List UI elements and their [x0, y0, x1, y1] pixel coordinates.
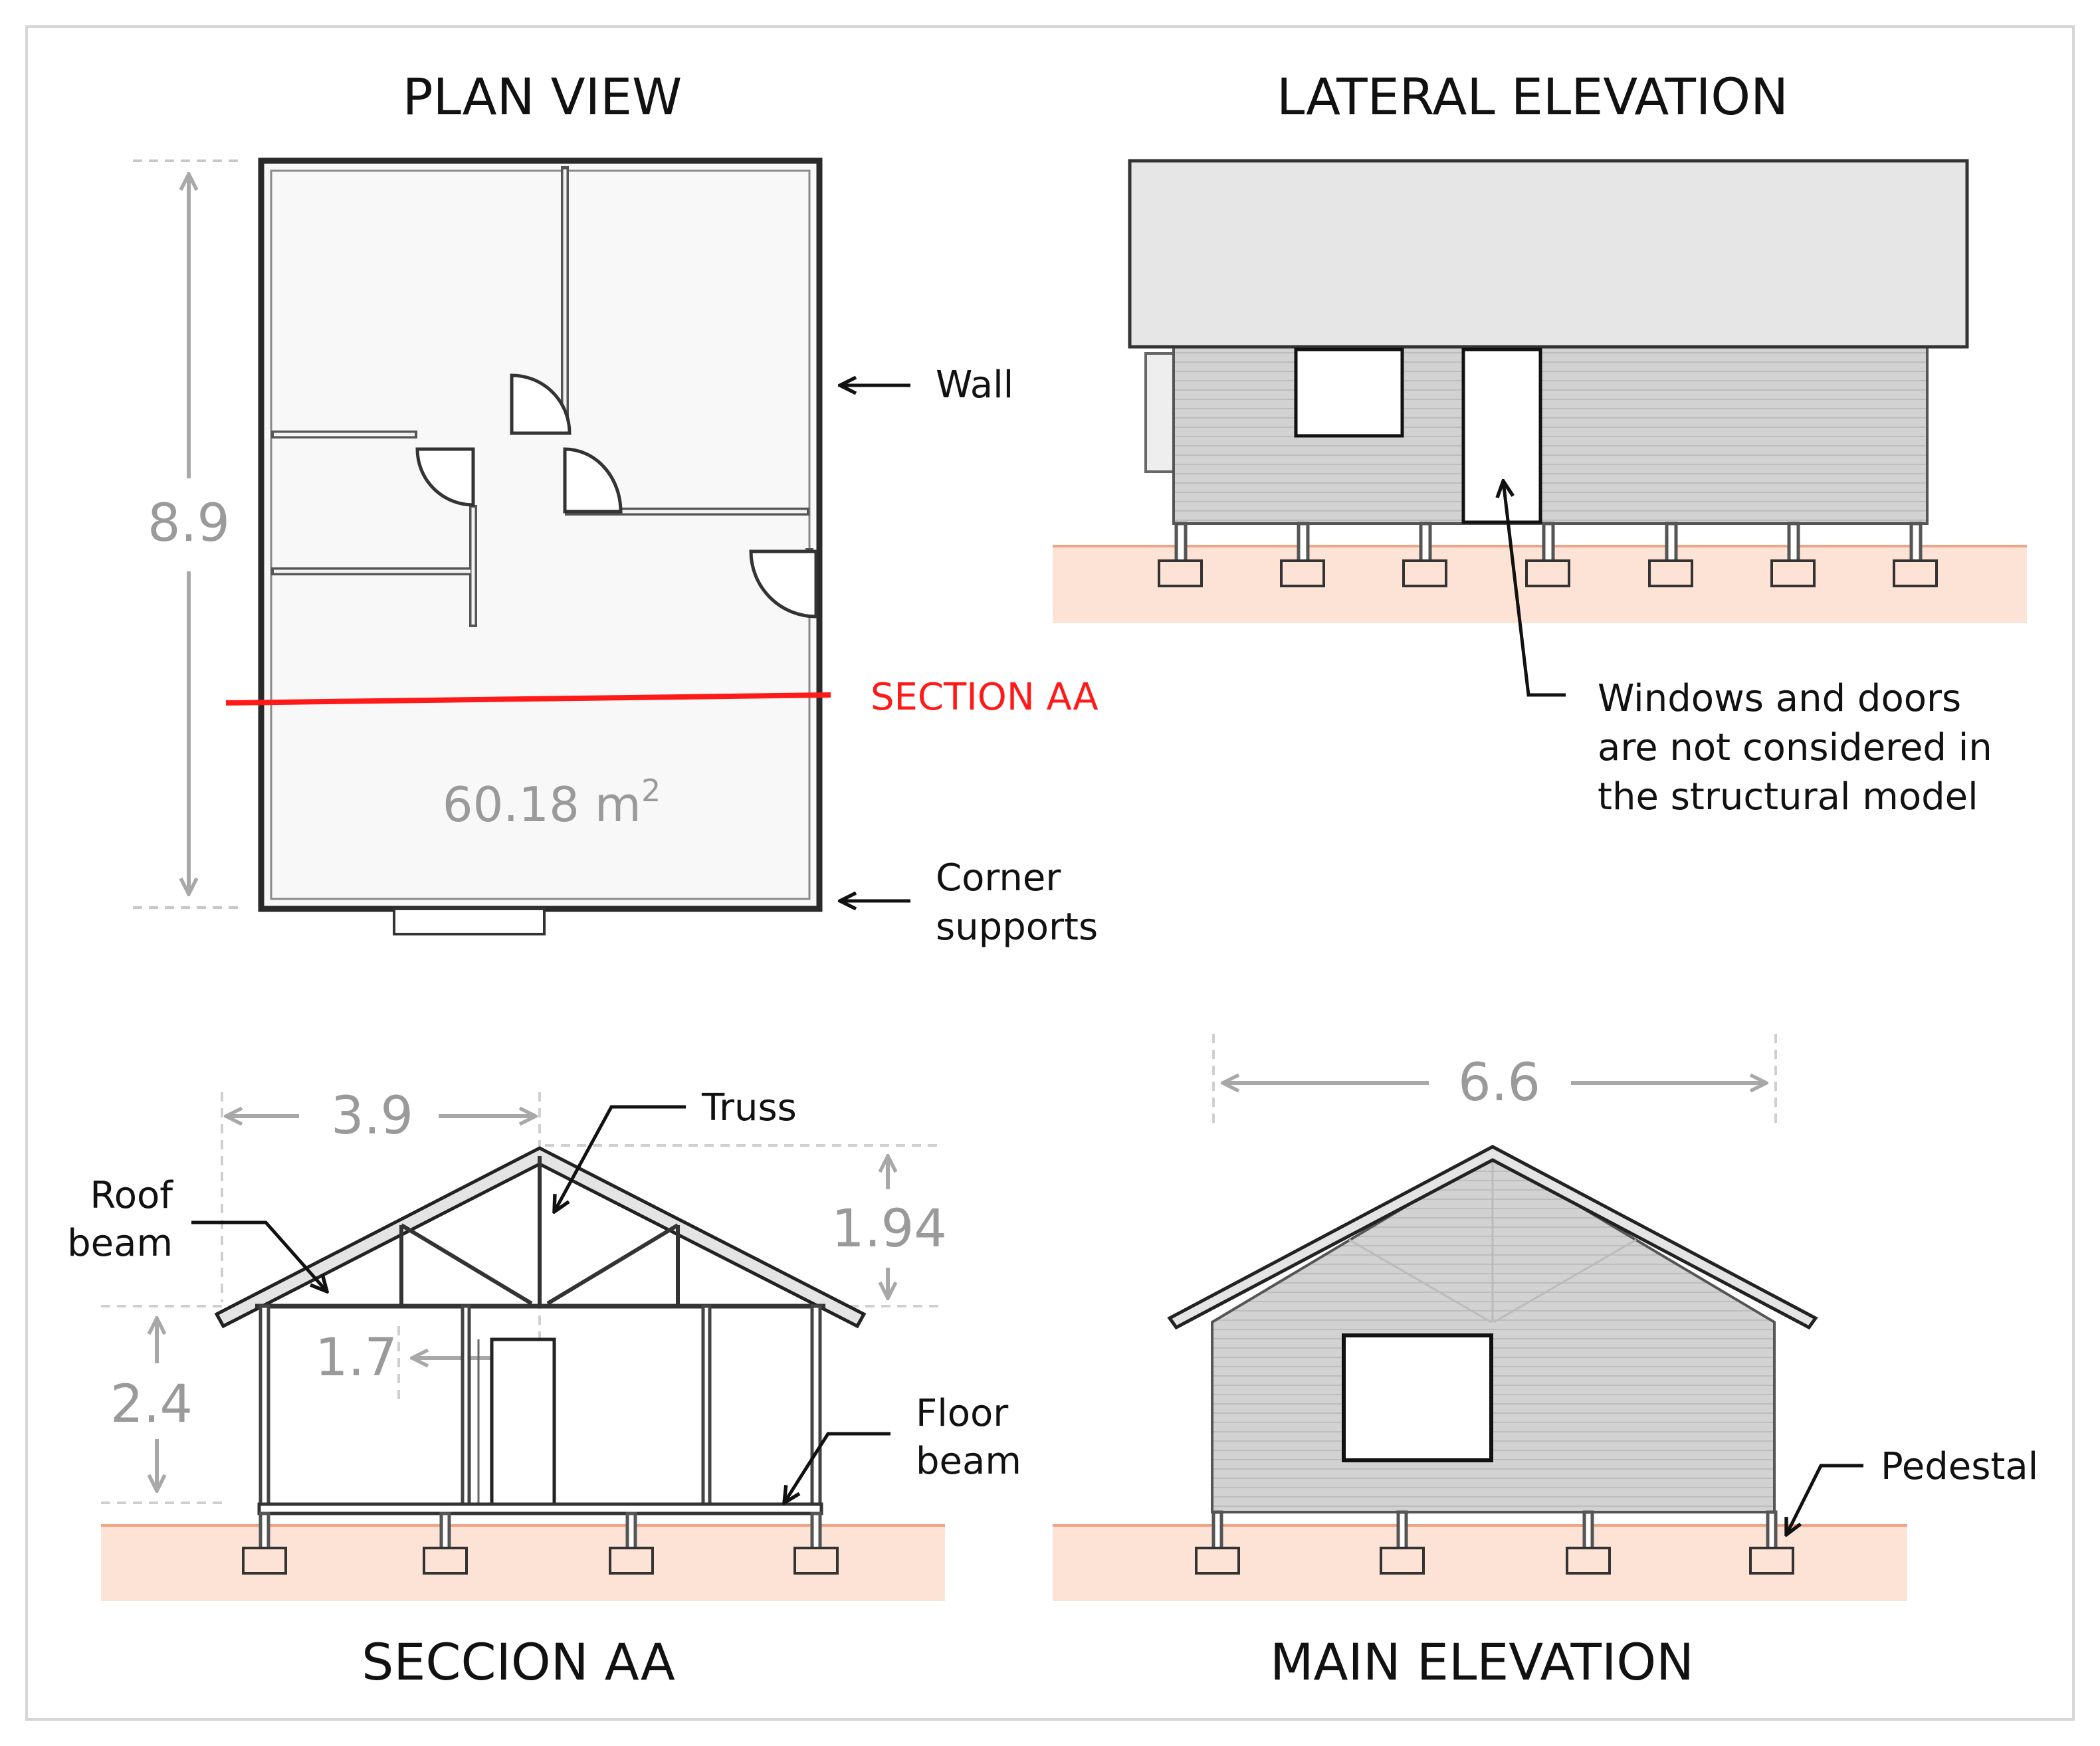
main-roof-rake — [1167, 1145, 1818, 1330]
lateral-wall-siding — [1172, 344, 1929, 525]
corner-supports-label-line2: supports — [936, 906, 1098, 949]
section-aa-cut-line — [225, 692, 831, 706]
plan-height-dimension: 8.9 — [148, 494, 230, 553]
section-aa-label: SECTION AA — [871, 676, 1099, 719]
main-width-dimension: 6.6 — [1458, 1053, 1540, 1113]
lateral-roof — [1128, 159, 1969, 349]
plan-view-title: PLAN VIEW — [403, 67, 682, 126]
main-elevation-title: MAIN ELEVATION — [1270, 1632, 1694, 1692]
truss-arrow — [554, 1105, 686, 1212]
floor-beam-label-line2: beam — [916, 1440, 1021, 1483]
windows-doors-note-line1: Windows and doors — [1598, 677, 1961, 720]
plan-area-value: 60.18 m — [443, 777, 641, 832]
windows-doors-note-leader — [1503, 481, 1566, 697]
section-width-dimension: 3.9 — [331, 1086, 413, 1146]
plan-door-swings — [415, 373, 818, 619]
plan-area-label: 60.18 m2 — [443, 773, 661, 832]
section-aa-title: SECCION AA — [362, 1632, 675, 1692]
section-door-offset-dimension: 1.7 — [315, 1328, 397, 1388]
section-truss-members — [399, 1156, 680, 1306]
pedestal-arrow — [1786, 1464, 1863, 1535]
main-posts — [1211, 1510, 1778, 1551]
roof-beam-arrow — [191, 1220, 327, 1292]
lateral-side-unit — [1144, 352, 1176, 473]
pedestal-label: Pedestal — [1881, 1445, 2038, 1488]
lateral-elevation: Windows and doors are not considered in … — [1053, 159, 2027, 819]
main-window — [1342, 1333, 1493, 1462]
roof-beam-label-line2: beam — [67, 1222, 173, 1265]
plan-inner-outline — [270, 169, 811, 900]
plan-area-exponent: 2 — [641, 773, 661, 809]
section-wall-height-dimension: 2.4 — [110, 1375, 193, 1434]
lateral-pedestals — [1158, 559, 1938, 587]
section-roof-outline — [214, 1146, 867, 1329]
plan-outline — [258, 157, 823, 912]
main-elevation: 6.6 Pedestal — [1053, 1034, 2038, 1601]
truss-label: Truss — [701, 1086, 797, 1129]
plan-porch — [393, 908, 546, 935]
corner-supports-label-line1: Corner — [936, 856, 1061, 900]
floor-beam-label-line1: Floor — [916, 1392, 1009, 1435]
lateral-elevation-title: LATERAL ELEVATION — [1277, 67, 1788, 126]
windows-doors-note-line2: are not considered in — [1598, 726, 1992, 769]
lateral-window — [1294, 347, 1404, 438]
main-pedestals — [1195, 1547, 1794, 1575]
floor-beam-arrow — [784, 1432, 891, 1503]
plan-view: 8.9 SECTION A — [133, 157, 1099, 949]
section-interior-door — [490, 1337, 556, 1509]
lateral-door — [1461, 347, 1542, 524]
section-floor-beam — [257, 1502, 823, 1515]
wall-label: Wall — [936, 363, 1013, 407]
roof-beam-label-line1: Roof — [90, 1174, 173, 1217]
section-truss-height-dimension: 1.94 — [831, 1199, 947, 1259]
section-pedestals — [242, 1547, 839, 1575]
main-faint-truss — [1348, 1161, 1637, 1323]
section-aa: 3.9 1.94 2.4 1.7 — [67, 1086, 1021, 1601]
windows-doors-note-line3: the structural model — [1598, 775, 1978, 819]
